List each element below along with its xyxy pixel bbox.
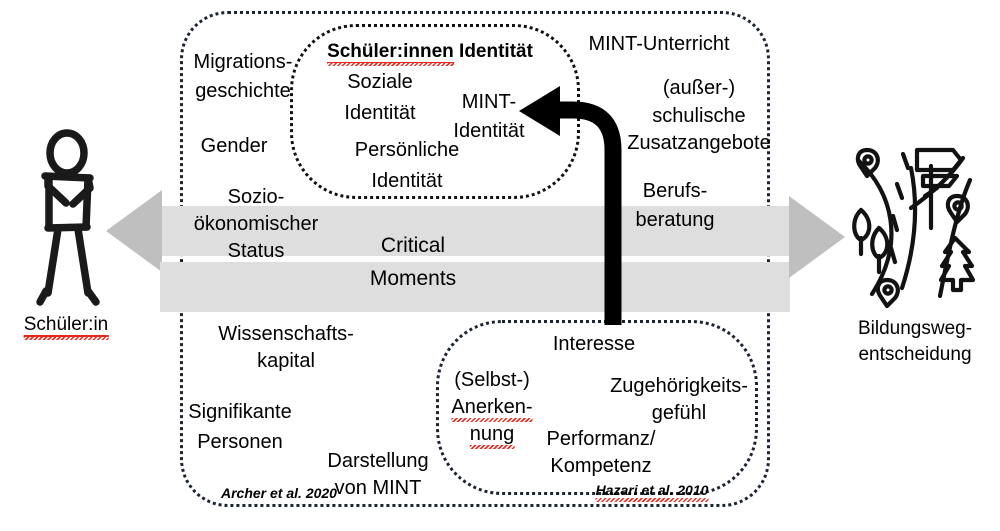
zusatzangebote-line1: (außer-) <box>662 77 736 99</box>
performanz-kompetenz-line1: Performanz/ <box>546 428 656 450</box>
identity-box-heading: Schüler:innen Identität <box>327 40 533 67</box>
left-actor-label: Schüler:in <box>23 314 109 340</box>
gender-label: Gender <box>200 135 268 157</box>
berufsberatung-line1: Berufs- <box>642 180 708 202</box>
interest-box-citation: Hazari et al. 2010 <box>595 482 709 503</box>
critical-moments-band-lower <box>160 262 790 312</box>
identity-heading-underlined: Schüler:innen <box>327 41 454 67</box>
soziale-identitaet-line1: Soziale <box>347 71 413 93</box>
darstellung-von-mint-line1: Darstellung <box>327 450 429 472</box>
zusatzangebote-line2: schulische <box>652 105 746 127</box>
wissenschaftskapital-line2: kapital <box>257 350 315 372</box>
zugehoerigkeitsgefuehl-line2: gefühl <box>651 402 707 424</box>
outer-box-citation: Archer et al. 2020 <box>221 485 337 501</box>
performanz-kompetenz-line2: Kompetenz <box>550 455 652 477</box>
selbst-anerkennung-line3: nung <box>469 423 515 450</box>
forked-path-signpost-icon <box>852 147 976 309</box>
zusatzangebote-line3: Zusatzangebote <box>627 132 771 154</box>
right-actor-label-line2: entscheidung <box>858 344 972 365</box>
selbst-anerkennung-line2: Anerken- <box>451 396 533 423</box>
critical-moments-band-upper <box>160 206 790 256</box>
migrationsgeschichte-line2: geschichte <box>195 80 291 102</box>
interest-box-title: Interesse <box>552 333 636 355</box>
arrow-head-right-icon <box>789 196 845 278</box>
persoenliche-identitaet-line1: Persönliche <box>354 139 460 161</box>
band-label-line2: Moments <box>369 267 457 290</box>
berufsberatung-line2: beratung <box>635 209 715 231</box>
band-label-line1: Critical <box>380 234 446 257</box>
mint-identitaet-line1: MINT- <box>461 91 517 113</box>
darstellung-von-mint-line2: von MINT <box>334 477 422 499</box>
outer-context-box <box>180 11 770 507</box>
signifikante-personen-line1: Signifikante <box>188 401 292 423</box>
selbst-anerkennung-line1: (Selbst-) <box>454 369 530 391</box>
sozio-status-line3: Status <box>227 240 285 262</box>
migrationsgeschichte-line1: Migrations- <box>193 51 293 73</box>
stick-figure-person-icon <box>36 129 100 306</box>
identity-heading-rest: Identität <box>453 41 533 62</box>
arrow-head-left-icon <box>106 190 162 272</box>
mint-unterricht-label: MINT-Unterricht <box>588 33 730 55</box>
right-actor-label-line1: Bildungsweg- <box>857 318 973 339</box>
persoenliche-identitaet-line2: Identität <box>371 170 443 192</box>
zugehoerigkeitsgefuehl-line1: Zugehörigkeits- <box>610 375 748 397</box>
sozio-status-line2: ökonomischer <box>193 213 319 235</box>
sozio-status-line1: Sozio- <box>227 186 285 208</box>
soziale-identitaet-line2: Identität <box>344 102 416 124</box>
wissenschaftskapital-line1: Wissenschafts- <box>218 323 354 345</box>
signifikante-personen-line2: Personen <box>197 431 283 453</box>
mint-identitaet-line2: Identität <box>453 120 525 142</box>
